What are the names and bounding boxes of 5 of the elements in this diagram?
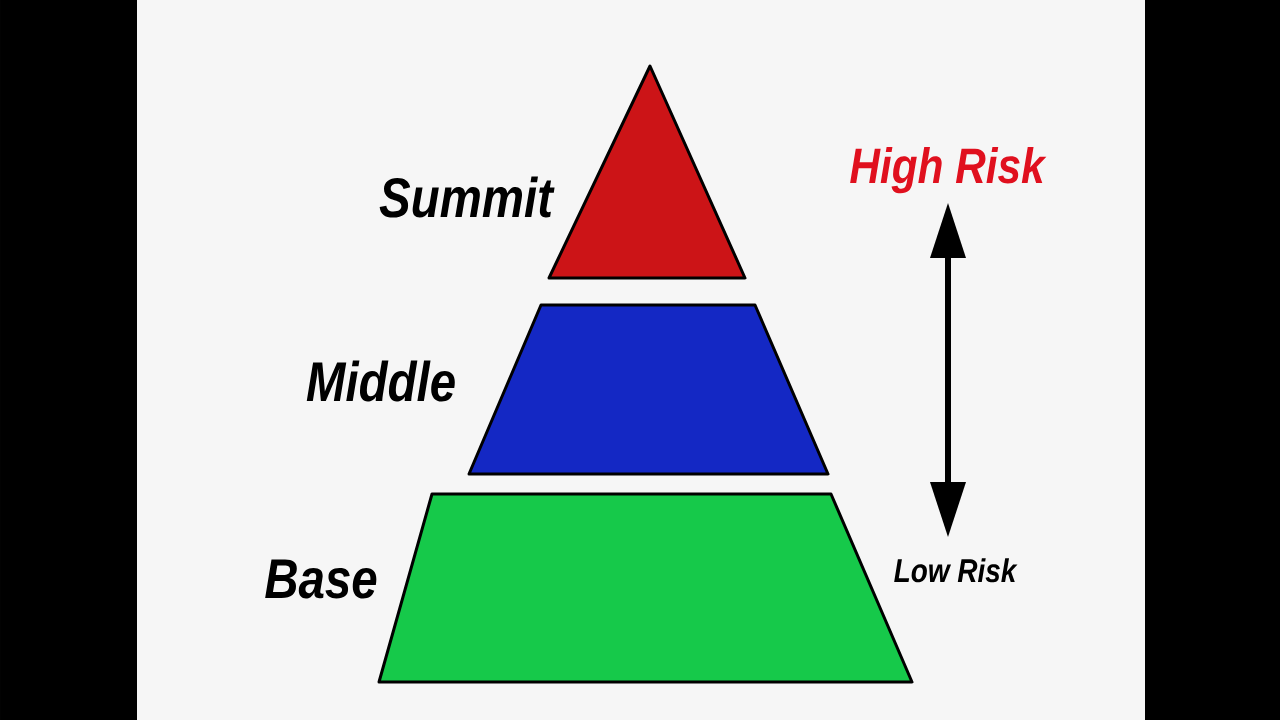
scale-label: Low Risk — [894, 558, 1018, 583]
tier-label: Summit — [379, 176, 555, 218]
scale-label: High Risk — [850, 146, 1047, 194]
tier-label: Base — [265, 559, 377, 599]
tier-label: Middle — [306, 360, 455, 402]
